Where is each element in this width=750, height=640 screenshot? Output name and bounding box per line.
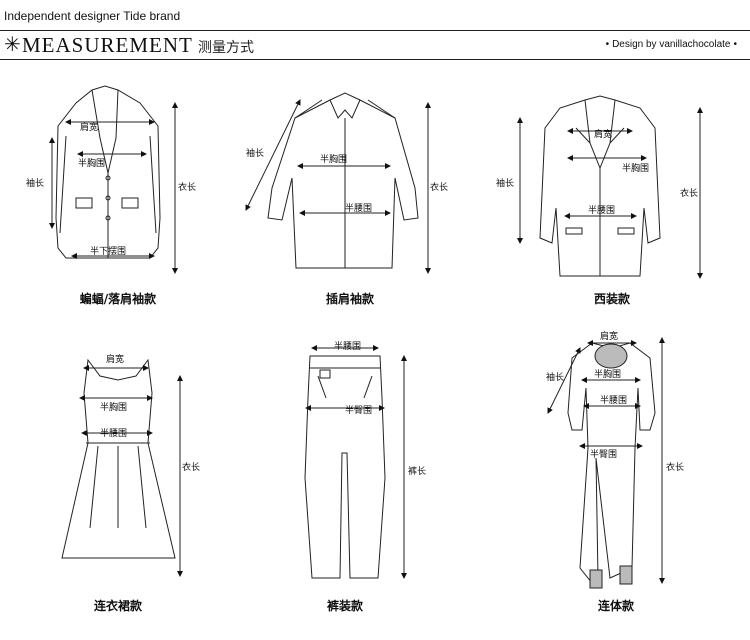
label-half-chest-raglan: 半胸围 [320, 153, 347, 165]
caption-suit: 西装款 [593, 292, 630, 306]
label-shoulder-jumpsuit: 肩宽 [600, 330, 618, 342]
page-title: MEASUREMENT [22, 33, 193, 57]
label-shoulder-dress: 肩宽 [106, 353, 124, 365]
label-sleeve-raglan: 袖长 [246, 147, 264, 159]
label-half-hip-jumpsuit: 半臀围 [590, 448, 617, 460]
brand-text: Independent designer Tide brand [4, 9, 181, 23]
caption-dress: 连衣裙款 [93, 599, 142, 613]
garment-drawings: 肩宽 半胸围 半下摆围 袖长 衣长 半胸围 半腰围 袖长 衣长 肩宽 半胸围 半… [26, 85, 703, 589]
batwing-coat-drawing [55, 85, 161, 259]
caption-pants: 裤装款 [326, 599, 363, 613]
dress-drawing [61, 358, 176, 559]
caption-batwing: 蝙蝠/落肩袖款 [79, 292, 157, 306]
label-half-hip-pants: 半臀围 [345, 404, 372, 416]
label-length-dress: 衣长 [182, 461, 200, 473]
label-half-waist-jumpsuit: 半腰围 [600, 394, 627, 406]
label-length-jumpsuit: 衣长 [666, 461, 684, 473]
label-sleeve-batwing: 袖长 [26, 177, 44, 189]
top-strip: Independent designer Tide brand [0, 0, 750, 30]
design-credit: •Design by vanillachocolate• [605, 39, 737, 50]
label-half-waist-suit: 半腰围 [588, 204, 615, 216]
label-sleeve-suit: 袖长 [496, 177, 514, 189]
label-half-chest-batwing: 半胸围 [78, 157, 105, 169]
caption-raglan: 插肩袖款 [325, 292, 374, 306]
jumpsuit-drawing [567, 342, 656, 589]
label-half-hem-batwing: 半下摆围 [90, 245, 126, 257]
measurement-header: ✳ MEASUREMENT 测量方式 •Design by vanillacho… [0, 30, 750, 60]
label-half-chest-suit: 半胸围 [622, 162, 649, 174]
label-length-raglan: 衣长 [430, 181, 448, 193]
caption-jumpsuit: 连体款 [597, 599, 634, 613]
label-half-chest-dress: 半胸围 [100, 401, 127, 413]
label-length-suit: 衣长 [680, 187, 698, 199]
label-half-waist-raglan: 半腰围 [345, 202, 372, 214]
pants-drawing [304, 355, 386, 579]
asterisk-star-icon: ✳ [4, 32, 21, 56]
label-half-waist-dress: 半腰围 [100, 427, 127, 439]
label-shoulder-suit: 肩宽 [594, 128, 612, 140]
label-half-chest-jumpsuit: 半胸围 [594, 368, 621, 380]
suit-jacket-drawing [539, 95, 661, 277]
label-shoulder-batwing: 肩宽 [80, 121, 98, 133]
label-length-batwing: 衣长 [178, 181, 196, 193]
label-half-waist-pants: 半腰围 [334, 340, 361, 352]
page-title-cn: 测量方式 [198, 40, 254, 56]
label-sleeve-jumpsuit: 袖长 [546, 371, 564, 383]
label-pants-length: 裤长 [408, 465, 426, 477]
